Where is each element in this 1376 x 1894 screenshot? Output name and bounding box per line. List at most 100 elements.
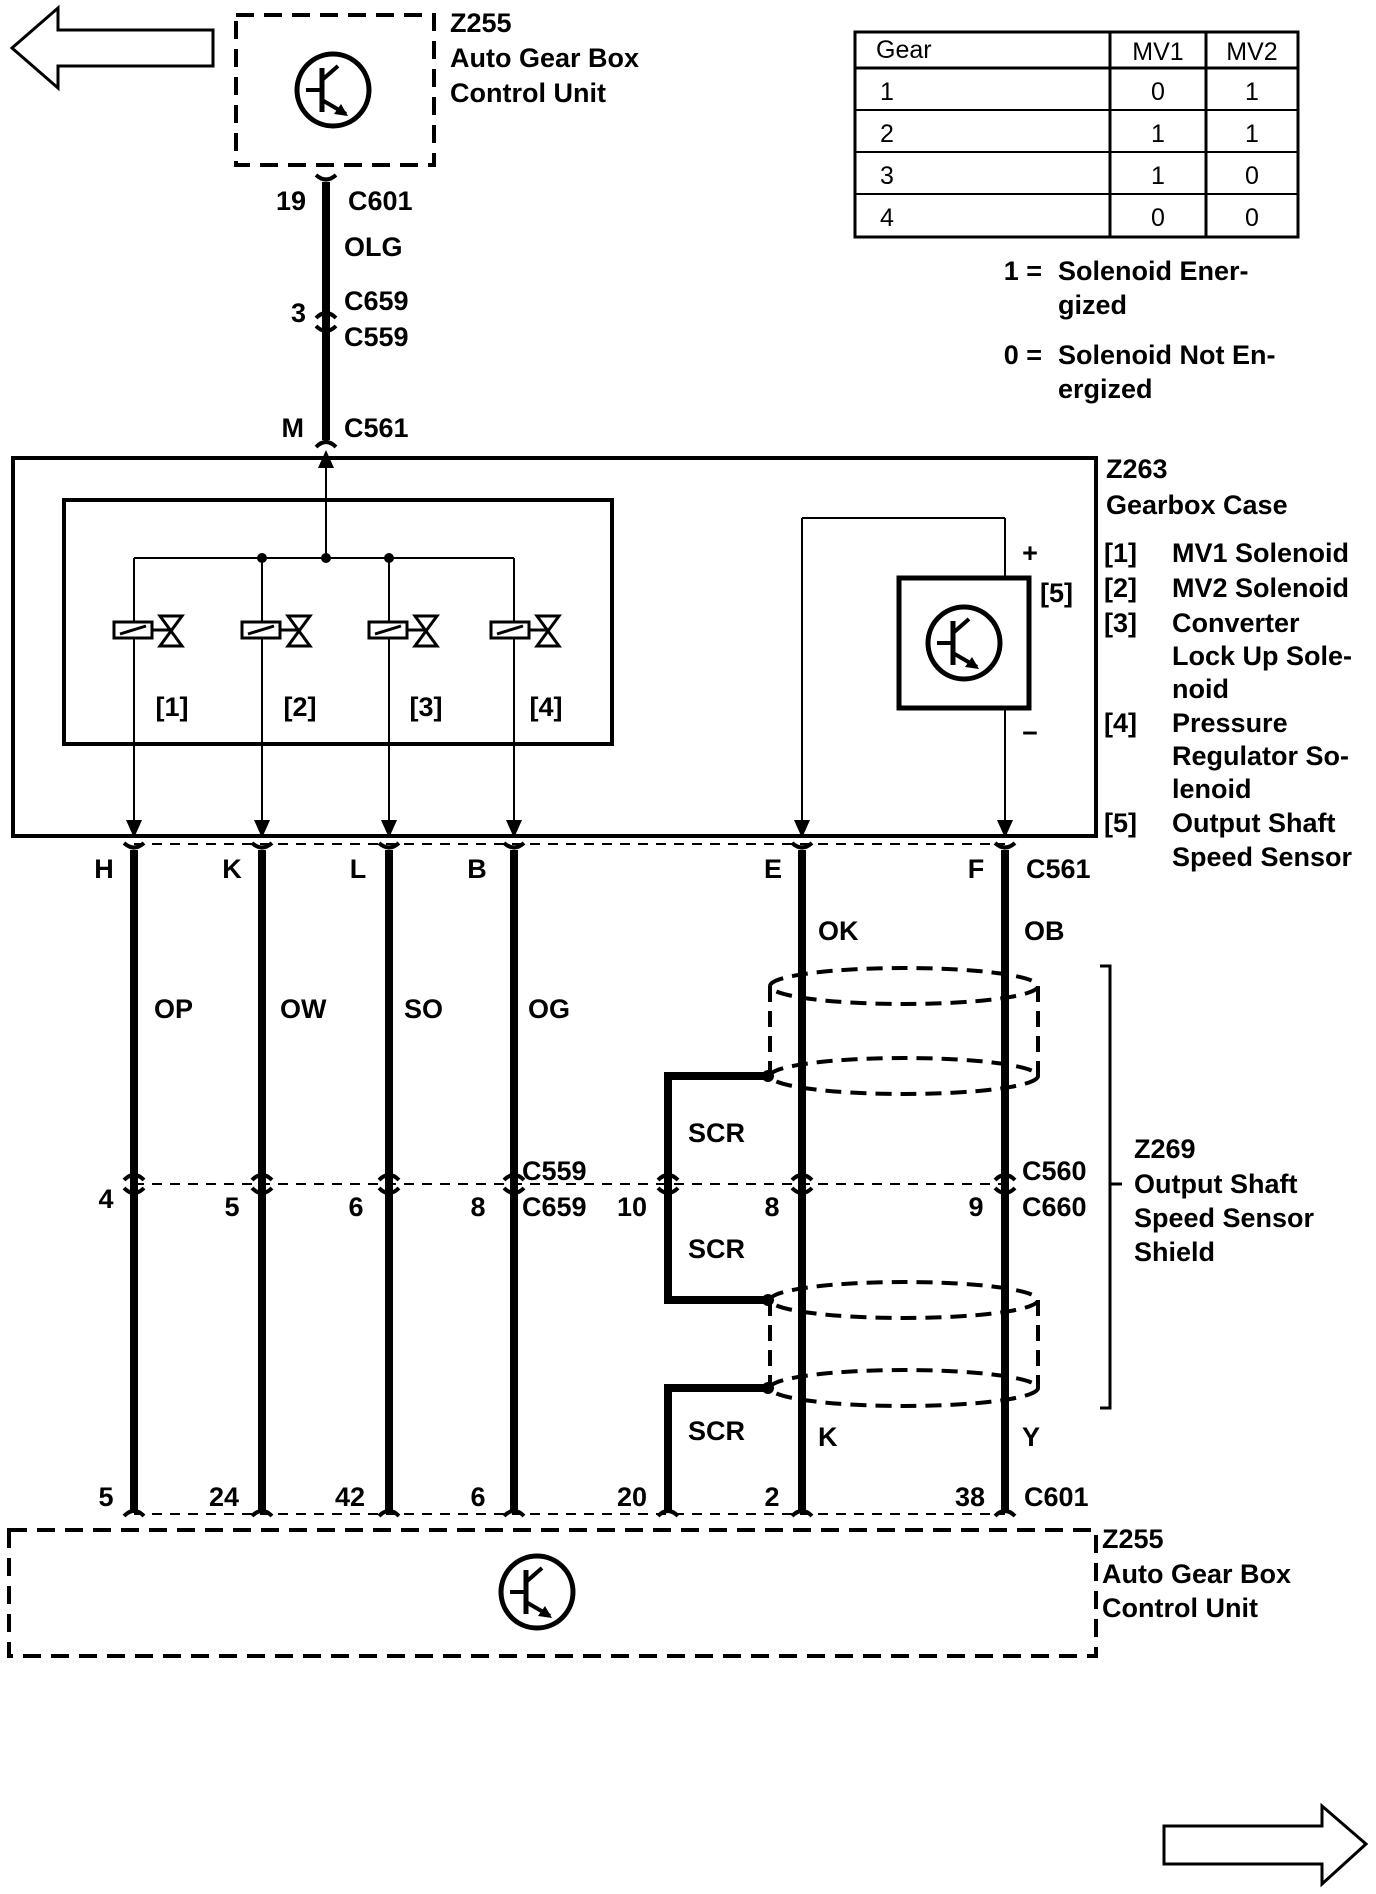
note-not-energized-text-2: ergized: [1058, 374, 1153, 404]
feed-wire-color: OLG: [344, 232, 403, 262]
c561-pin: F: [968, 854, 985, 884]
inline-connector-labels: 4 5 6 8 10 8 9 C559 C659 C560 C660: [98, 1156, 1086, 1222]
gear-table-cell: 1: [1245, 78, 1259, 106]
wire-color-label: OB: [1024, 916, 1065, 946]
c601-pin: 2: [764, 1482, 779, 1512]
feed-wire: 19 C601 OLG 3 C659 C559 M C561: [276, 173, 413, 449]
note-energized-text-2: gized: [1058, 290, 1127, 320]
inline-pin: 5: [224, 1192, 239, 1222]
gear-table-cell: 3: [880, 162, 894, 190]
legend-key-2: [2]: [1104, 573, 1137, 603]
bottom-control-unit-box: [7, 1528, 1098, 1658]
legend-key-1: [1]: [1104, 538, 1137, 568]
legend-text-3c: noid: [1172, 674, 1229, 704]
scr-label: SCR: [688, 1416, 745, 1446]
wire-color-label: OG: [528, 994, 570, 1024]
transistor-icon: [925, 604, 1003, 682]
inline-pin: 9: [968, 1192, 983, 1222]
scr-label: SCR: [688, 1118, 745, 1148]
gear-table-cell: 1: [1245, 120, 1259, 148]
gearbox-case-id: Z263: [1106, 454, 1168, 484]
shield-label: Z269 Output Shaft Speed Sensor Shield: [1134, 1134, 1315, 1267]
wire-color-label: OK: [818, 916, 859, 946]
gear-table-cell: 2: [880, 120, 894, 148]
speed-sensor-minus: −: [1022, 718, 1038, 748]
c601-pin: 20: [617, 1482, 647, 1512]
solenoid-label-1: [1]: [156, 692, 189, 722]
shield-id: Z269: [1134, 1134, 1196, 1164]
c601-pin: 24: [209, 1482, 239, 1512]
inline-pin: 6: [348, 1192, 363, 1222]
c601-pin: 42: [335, 1482, 365, 1512]
previous-page-arrow-icon[interactable]: [9, 4, 215, 92]
inline-connector-name-1: C559: [522, 1156, 587, 1186]
wire-color-label: OP: [154, 994, 193, 1024]
legend-text-5b: Speed Sensor: [1172, 842, 1353, 872]
c601-connector-name: C601: [1024, 1482, 1089, 1512]
c561-pin: E: [764, 854, 782, 884]
inline-pin: 8: [764, 1192, 779, 1222]
gear-table-notes: 1 = Solenoid Ener- gized 0 = Solenoid No…: [1004, 256, 1276, 404]
next-page-arrow-icon[interactable]: [1162, 1802, 1369, 1888]
shield-wire-letter: K: [818, 1422, 838, 1452]
feed-pin-top: 19: [276, 186, 306, 216]
legend-text-4c: lenoid: [1172, 774, 1252, 804]
solenoid-label-4: [4]: [530, 692, 563, 722]
bottom-control-unit-id: Z255: [1102, 1524, 1164, 1554]
gear-table-cell: 1: [1151, 162, 1165, 190]
gear-table-cell: 4: [880, 204, 894, 232]
feed-connector-mid-1: C659: [344, 286, 409, 316]
legend-text-2: MV2 Solenoid: [1172, 573, 1349, 603]
solenoid-label-2: [2]: [284, 692, 317, 722]
gearbox-case-name: Gearbox Case: [1106, 490, 1288, 520]
c561-connector-name: C561: [1026, 854, 1091, 884]
gear-table-cell: 1: [880, 78, 894, 106]
wire-color-label: SO: [404, 994, 443, 1024]
scr-label: SCR: [688, 1234, 745, 1264]
speed-sensor-label: [5]: [1040, 578, 1073, 608]
solenoid-block: [62, 498, 614, 746]
top-control-unit-id: Z255: [450, 8, 512, 38]
transistor-icon: [294, 51, 372, 129]
legend-key-4: [4]: [1104, 708, 1137, 738]
bottom-control-unit: Z255 Auto Gear Box Control Unit: [7, 1524, 1291, 1658]
transistor-icon: [498, 1553, 576, 1631]
feed-connector-case: C561: [344, 413, 409, 443]
inline-connector-name-2: C659: [522, 1192, 587, 1222]
inline-pin: 10: [617, 1192, 647, 1222]
gear-table-cell: 1: [1151, 120, 1165, 148]
legend-key-5: [5]: [1104, 808, 1137, 838]
gearbox-case: Z263 Gearbox Case [1] [2]: [11, 450, 1288, 838]
solenoid-converter-lockup: [3]: [367, 558, 443, 838]
c601-pin: 5: [98, 1482, 113, 1512]
c561-pin: B: [467, 854, 487, 884]
gearbox-case-box: [11, 456, 1098, 838]
wire-color-label: OW: [280, 994, 327, 1024]
gear-table-cell: 0: [1245, 162, 1259, 190]
legend-text-3a: Converter: [1172, 608, 1300, 638]
shield-name-3: Shield: [1134, 1237, 1215, 1267]
c601-pin: 38: [955, 1482, 985, 1512]
c561-pin: L: [350, 854, 367, 884]
wire-color-labels: OP OW SO OG OK OB: [154, 916, 1065, 1024]
legend-text-4b: Regulator So-: [1172, 741, 1349, 771]
top-control-unit-name-1: Auto Gear Box: [450, 43, 639, 73]
shield-drain-wiring: [664, 964, 1122, 1510]
c561-pin: H: [94, 854, 114, 884]
speed-sensor-plus: +: [1022, 538, 1038, 568]
feed-connector-top: C601: [348, 186, 413, 216]
top-control-unit-box: [234, 13, 436, 167]
gear-table-header-mv1: MV1: [1132, 38, 1183, 66]
note-not-energized-key: 0 =: [1004, 340, 1042, 370]
c601-pin-labels: 5 24 42 6 20 2 38 C601: [98, 1482, 1088, 1512]
legend-text-4a: Pressure: [1172, 708, 1288, 738]
gear-table-header-mv2: MV2: [1226, 38, 1277, 66]
c601-pin: 6: [470, 1482, 485, 1512]
gear-table: Gear MV1 MV2 1 0 1 2 1 1 3 1 0 4 0 0: [853, 30, 1300, 239]
gear-table-header-gear: Gear: [876, 36, 932, 64]
feed-pin-mid: 3: [291, 298, 306, 328]
inline-connector-name-3: C560: [1022, 1156, 1087, 1186]
top-control-unit: Z255 Auto Gear Box Control Unit: [234, 8, 639, 167]
gear-table-cell: 0: [1245, 204, 1259, 232]
